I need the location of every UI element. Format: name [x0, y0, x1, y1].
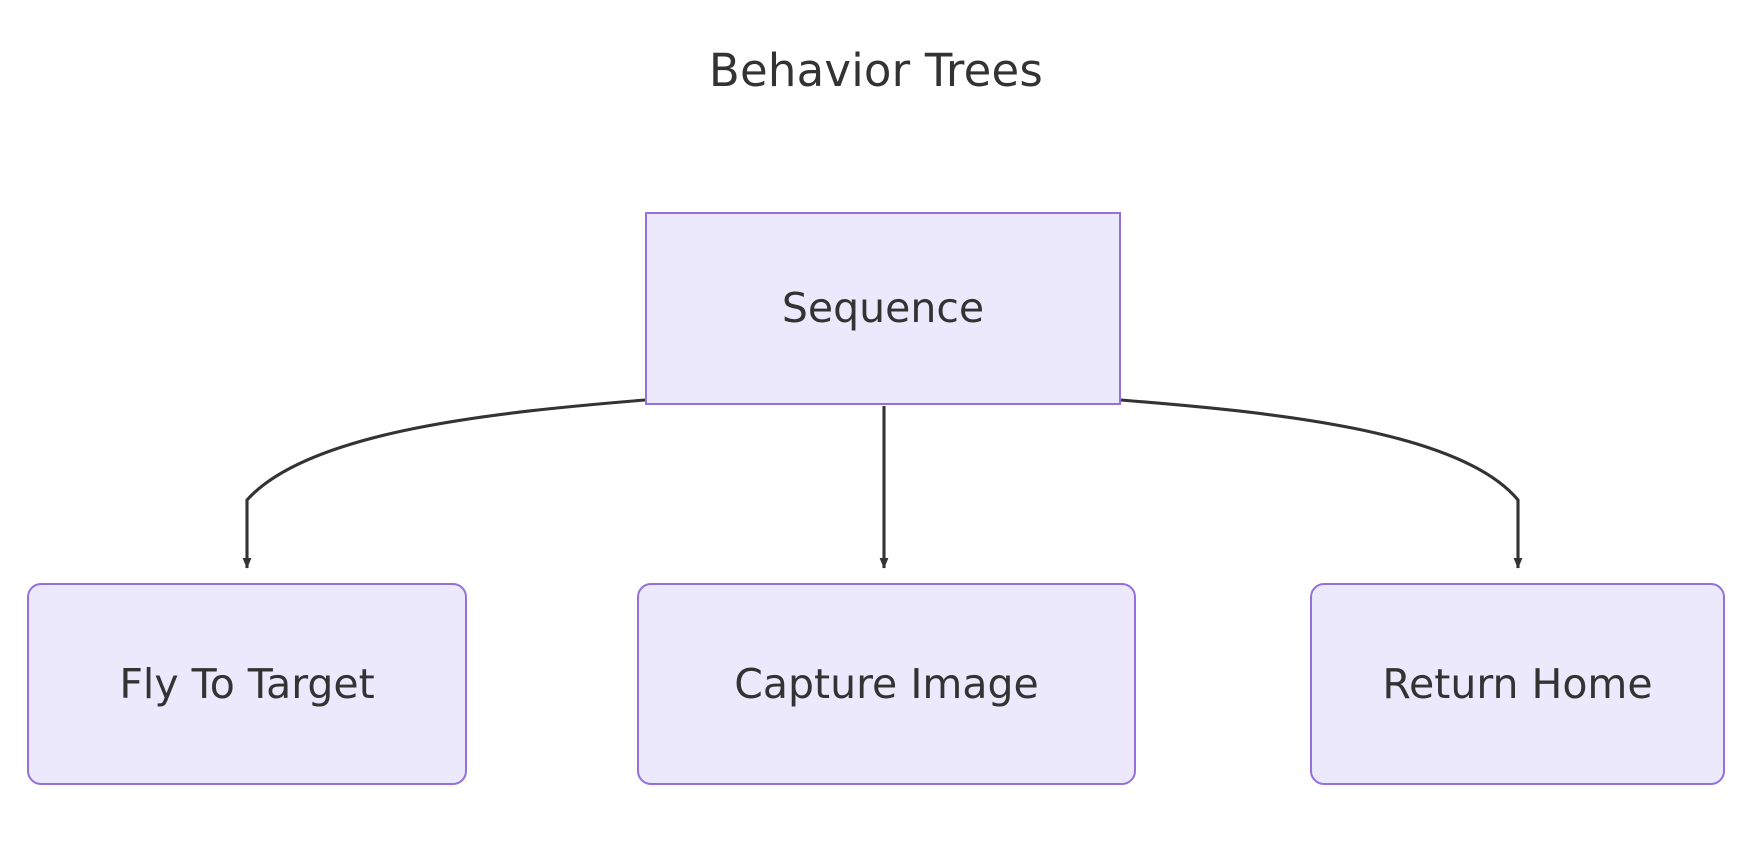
page-title: Behavior Trees — [708, 44, 1044, 97]
node-fly-to-target-label: Fly To Target — [119, 659, 375, 708]
node-fly-to-target[interactable]: Fly To Target — [27, 583, 467, 785]
node-return-home-label: Return Home — [1382, 659, 1653, 708]
node-sequence-label: Sequence — [781, 284, 985, 332]
edge-sequence-to-fly-to-target — [242, 398, 646, 569]
edge-sequence-to-return-home — [1120, 398, 1523, 569]
node-capture-image[interactable]: Capture Image — [637, 583, 1136, 785]
node-capture-image-label: Capture Image — [734, 659, 1039, 708]
node-sequence[interactable]: Sequence — [645, 212, 1121, 405]
node-return-home[interactable]: Return Home — [1310, 583, 1725, 785]
